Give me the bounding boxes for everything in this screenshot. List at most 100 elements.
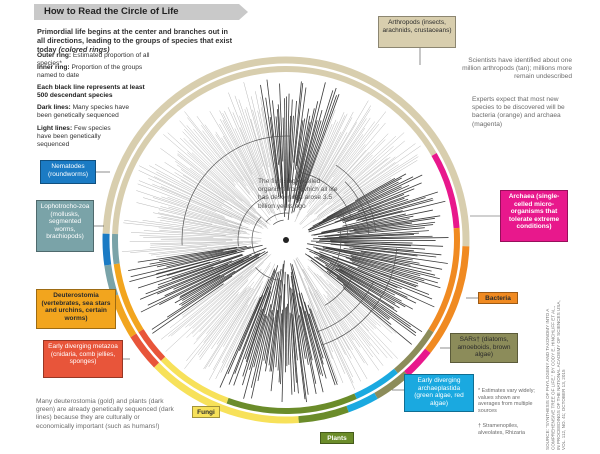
- tree-branch: [321, 209, 433, 234]
- tree-branch: [148, 178, 247, 223]
- tree-branch: [199, 287, 252, 361]
- tree-branch: [313, 293, 346, 355]
- tree-branch: [326, 232, 420, 239]
- tree-branch: [243, 82, 272, 187]
- tree-branch: [308, 290, 356, 390]
- tree-branch: [296, 256, 365, 364]
- tree-branch: [219, 296, 261, 388]
- tree-branch: [152, 212, 246, 232]
- outer-ring-early-archaeplastida: [346, 392, 378, 413]
- tree-branch: [128, 246, 252, 272]
- tree-branch: [286, 93, 290, 208]
- tree-branch: [303, 131, 342, 206]
- tree-branch: [138, 170, 254, 225]
- tree-branch: [137, 246, 238, 263]
- tree-branch: [300, 292, 327, 379]
- tree-branch: [196, 116, 244, 181]
- lophotrochozoa-label: Lophotrocho-zoa (mollusks, segmented wor…: [36, 200, 94, 252]
- tree-branch: [313, 272, 388, 359]
- outer-ring-bacteria: [425, 246, 470, 353]
- tree-branch: [353, 247, 437, 258]
- tree-branch: [318, 176, 414, 225]
- tree-branch: [330, 154, 418, 212]
- tree-branch: [158, 227, 238, 236]
- tree-branch: [244, 308, 263, 360]
- tree-branch: [291, 288, 306, 400]
- tree-branch: [362, 210, 403, 222]
- tree-branch: [337, 217, 435, 233]
- tree-branch: [312, 181, 399, 227]
- tree-branch: [199, 287, 251, 358]
- sars-label: SARs† (diatoms, amoeboids, brown algae): [450, 333, 518, 363]
- tree-branch: [291, 314, 299, 394]
- tree-branch: [252, 109, 277, 201]
- tree-branch: [186, 290, 235, 338]
- tree-branch: [299, 315, 309, 365]
- tree-branch: [242, 286, 272, 377]
- tree-branch: [139, 235, 214, 239]
- tree-branch: [275, 260, 285, 368]
- tree-branch: [312, 164, 399, 223]
- tree-branch: [177, 154, 267, 225]
- tree-branch: [329, 262, 402, 302]
- tree-branch: [181, 256, 260, 306]
- tree-branch: [130, 246, 208, 253]
- tree-branch: [300, 306, 313, 361]
- tree-branch: [152, 183, 233, 218]
- tree-branch: [306, 247, 433, 300]
- tree-branch: [191, 262, 264, 334]
- tree-branch: [173, 254, 252, 290]
- tree-branch: [293, 81, 302, 163]
- tree-branch: [295, 258, 352, 359]
- tree-branch: [150, 241, 226, 245]
- tree-branch: [316, 143, 416, 218]
- fungi-label: Fungi: [192, 406, 220, 418]
- tree-branch: [325, 247, 443, 270]
- tree-branch: [277, 109, 284, 200]
- title-bar: [34, 4, 239, 20]
- tree-branch: [318, 132, 348, 183]
- tree-branch: [288, 100, 297, 202]
- tree-branch: [156, 171, 223, 207]
- tree-branch: [291, 268, 317, 384]
- tree-branch: [287, 303, 290, 365]
- tree-branch: [189, 267, 255, 327]
- tree-branch: [290, 275, 309, 395]
- tree-branch: [297, 94, 340, 208]
- tree-branch: [330, 305, 354, 341]
- tree-branch: [165, 254, 270, 352]
- tree-branch: [219, 118, 260, 191]
- tree-branch: [287, 82, 304, 220]
- tree-branch: [294, 87, 307, 170]
- tree-branch: [158, 212, 213, 225]
- early-metazoa-label: Early diverging metazoa (cnidaria, comb …: [43, 340, 123, 378]
- tree-branch: [343, 284, 390, 320]
- tree-branch: [336, 184, 410, 218]
- tree-branch: [318, 240, 413, 244]
- tree-branch: [222, 135, 260, 197]
- tree-branch: [239, 127, 270, 200]
- tree-branch: [312, 123, 333, 174]
- tree-branch: [326, 290, 371, 347]
- tree-branch: [315, 242, 414, 252]
- tree-connector: [297, 171, 352, 219]
- tree-branch: [159, 229, 226, 236]
- tree-branch: [138, 180, 216, 212]
- tree-branch: [156, 249, 237, 268]
- tree-branch: [317, 117, 353, 181]
- tree-branch: [277, 313, 282, 371]
- tree-branch: [123, 222, 211, 233]
- tree-branch: [307, 111, 354, 199]
- tree-branch: [314, 132, 405, 215]
- tree-branch: [279, 83, 284, 162]
- tree-branch: [293, 259, 333, 360]
- tree-branch: [322, 235, 433, 240]
- tree-branch: [278, 309, 284, 383]
- tree-branch: [322, 247, 411, 266]
- tree-branch: [315, 134, 364, 199]
- leader-lines: [94, 48, 500, 391]
- tree-branch: [243, 272, 278, 399]
- tree-branch: [228, 268, 276, 385]
- tree-branch: [181, 257, 262, 316]
- tree-branch: [322, 177, 402, 221]
